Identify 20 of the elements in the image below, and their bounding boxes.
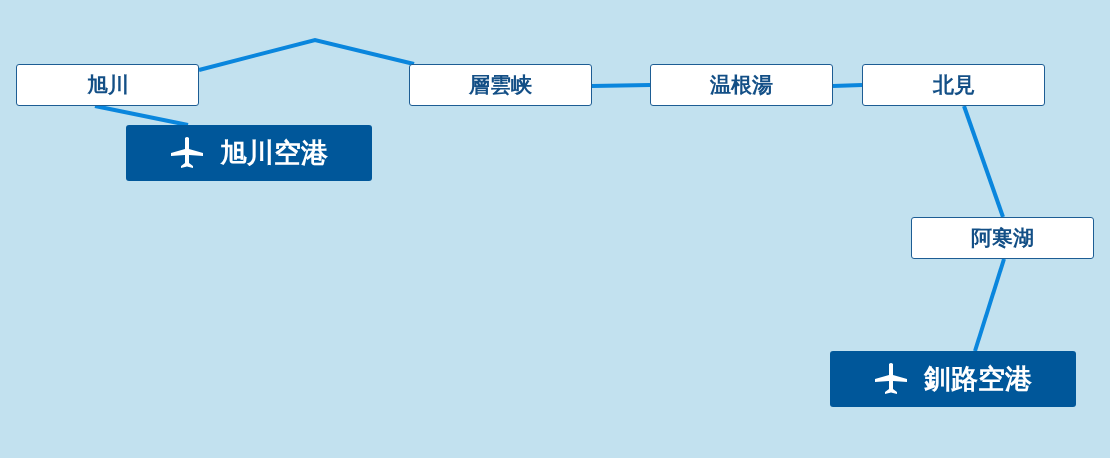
stop-box [911,217,1094,259]
airport-name: 旭川空港 [220,136,328,170]
stop-box [409,64,592,106]
airport-name: 釧路空港 [924,362,1032,396]
route-line [832,83,863,88]
stop-name: 層雲峡 [469,72,532,99]
stop-name: 温根湯 [710,72,773,99]
stop-name: 阿寒湖 [971,225,1034,252]
stop-box [650,64,833,106]
route-line [94,104,189,127]
route-line [198,37,415,72]
airport-box [830,351,1076,407]
route-line [591,83,651,88]
stop-name: 旭川 [86,72,129,99]
route-line [962,105,1005,218]
stop-name: 北見 [932,72,975,99]
route-line [973,258,1006,352]
stop-box [16,64,199,106]
airport-box [126,125,372,181]
stop-box [862,64,1045,106]
